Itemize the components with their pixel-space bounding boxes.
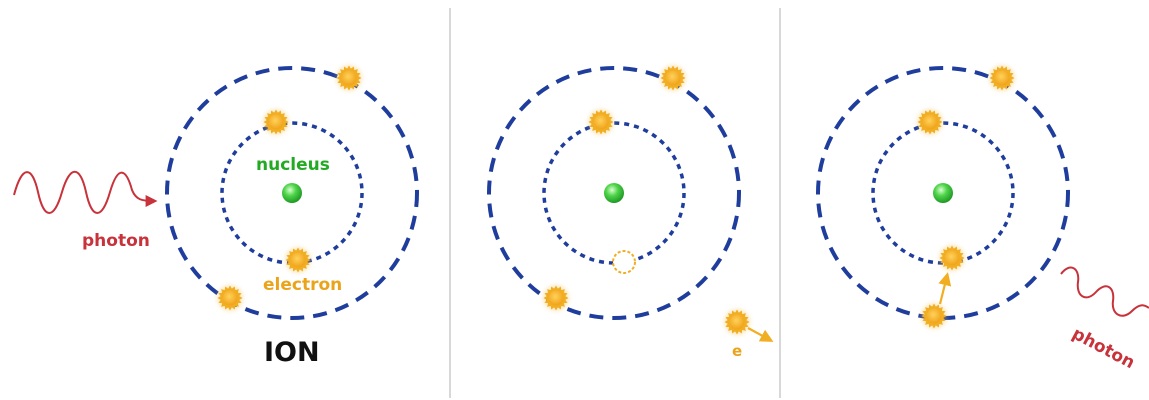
nucleus-label: nucleus (256, 155, 330, 175)
electron-icon (285, 247, 311, 273)
photon-wave-icon (1060, 266, 1149, 317)
nucleus-icon (282, 183, 302, 203)
photon-wave-icon (13, 171, 158, 214)
ion-caption: ION (264, 337, 320, 368)
electron-icon (543, 285, 569, 311)
inner-orbit (542, 121, 686, 265)
transition-arrow (938, 272, 952, 305)
electron-icon (989, 65, 1015, 91)
electron-icon (660, 65, 686, 91)
electron-escape-label: e (732, 342, 742, 360)
panel-3: photon (816, 65, 1149, 374)
electron-vacancy-icon (612, 250, 636, 274)
inner-orbit (871, 121, 1015, 265)
outer-orbit (165, 66, 419, 320)
electron-icon (263, 109, 289, 135)
electron-icon (336, 65, 362, 91)
electron-icon (917, 109, 943, 135)
escape-arrow (747, 327, 774, 342)
electron-icon (939, 245, 965, 271)
electron-icon (921, 303, 947, 329)
electron-icon (588, 109, 614, 135)
outer-orbit (487, 66, 741, 320)
electron-icon (724, 309, 750, 335)
nucleus-icon (604, 183, 624, 203)
nucleus-icon (933, 183, 953, 203)
inner-orbit (220, 121, 364, 265)
photon-label: photon (82, 231, 150, 251)
electron-icon (217, 285, 243, 311)
panel-1: photon nucleus electron ION (13, 65, 419, 368)
electron-label: electron (263, 275, 342, 295)
photon-label: photon (1069, 324, 1138, 374)
panel-2: e (487, 65, 774, 360)
